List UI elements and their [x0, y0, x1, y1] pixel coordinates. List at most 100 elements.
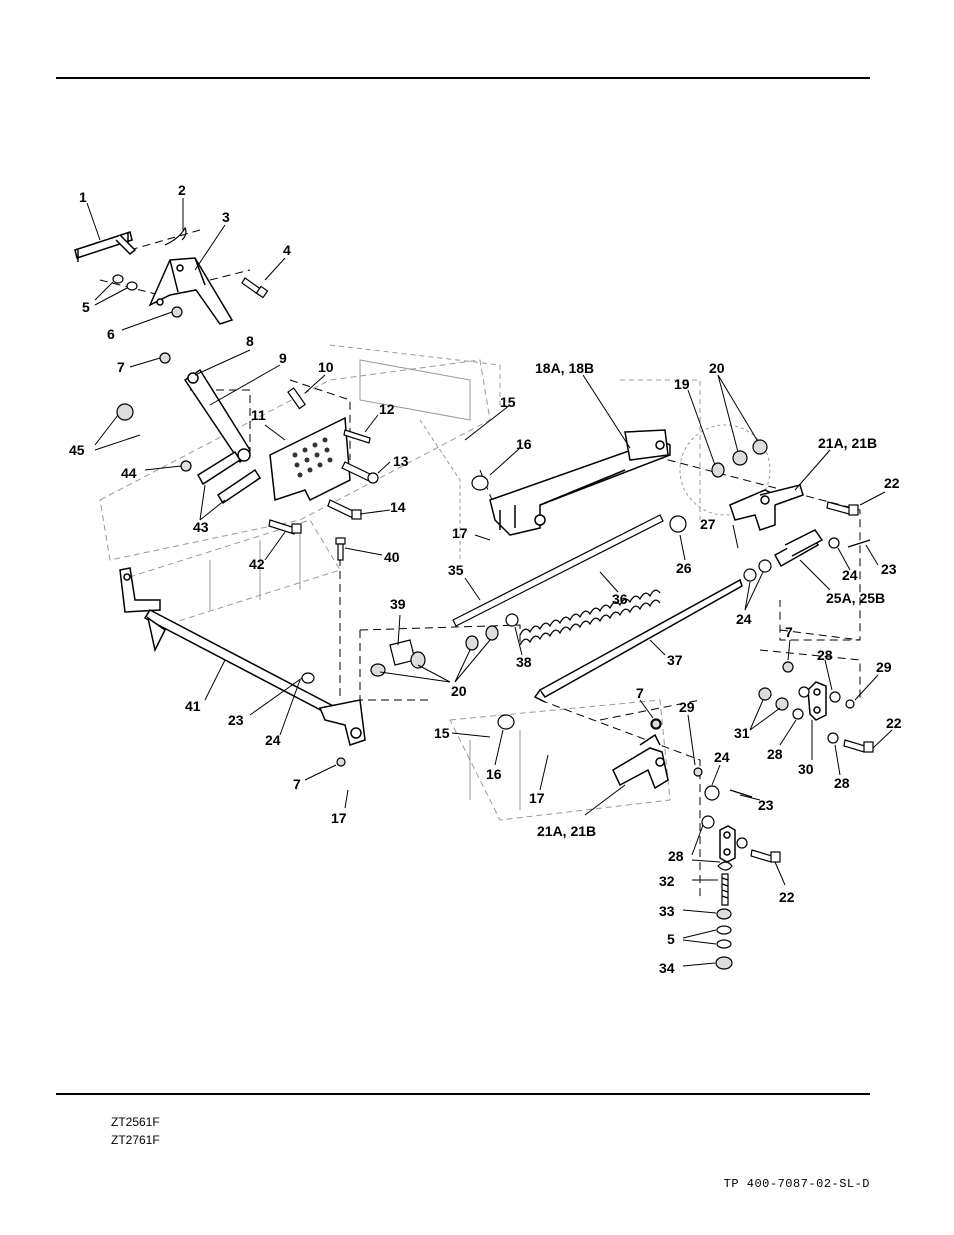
callout-27: 27 [700, 516, 716, 532]
callout-29: 29 [679, 699, 695, 715]
part-25-sleeve [773, 529, 824, 568]
bolt-22-lower [750, 849, 781, 863]
callout-39: 39 [390, 596, 406, 612]
callout-13: 13 [393, 453, 409, 469]
callout-40: 40 [384, 549, 400, 565]
callout-22: 22 [779, 889, 795, 905]
callout-37: 37 [667, 652, 683, 668]
nut-7-lower [651, 719, 661, 729]
callout-23: 23 [881, 561, 897, 577]
callout-35: 35 [448, 562, 464, 578]
part-40-bolt [335, 537, 346, 561]
callout-7: 7 [117, 359, 125, 375]
model-number-1: ZT2561F [111, 1115, 160, 1129]
part-10-roll-pin [287, 387, 307, 410]
callout-15: 15 [500, 394, 516, 410]
callout-22: 22 [886, 715, 902, 731]
part-1-pin [74, 231, 137, 262]
bolt-22-upper [826, 501, 859, 516]
part-36-spring [519, 589, 661, 646]
callout-38: 38 [516, 654, 532, 670]
callout-21a-21b: 21A, 21B [818, 435, 877, 451]
part-4-bolt [241, 277, 269, 299]
part-16-washer-lower [497, 714, 515, 730]
callout-44: 44 [121, 465, 137, 481]
callout-10: 10 [318, 359, 334, 375]
part-32-eyebolt [717, 861, 733, 906]
part-3-bracket [148, 257, 234, 325]
callout-30: 30 [798, 761, 814, 777]
callout-43: 43 [193, 519, 209, 535]
callout-33: 33 [659, 903, 675, 919]
callout-17: 17 [452, 525, 468, 541]
callout-1: 1 [79, 189, 87, 205]
washers-23-24-left [301, 672, 346, 767]
part-35-threaded-rod [452, 514, 664, 627]
callout-2: 2 [178, 182, 186, 198]
callout-18a-18b: 18A, 18B [535, 360, 594, 376]
pin-23-right [847, 539, 871, 548]
callout-15: 15 [434, 725, 450, 741]
callout-23: 23 [758, 797, 774, 813]
part-21-arm-upper [729, 484, 804, 531]
part-39-20-38 [370, 613, 519, 677]
part-18-bracket [489, 429, 671, 536]
part-28-link-lower [719, 825, 736, 863]
part-8-9-arm [183, 368, 251, 464]
part-12-13-14-bolts [327, 429, 379, 520]
part-41-rod-assembly [119, 567, 366, 746]
header-rule [56, 77, 870, 79]
callout-12: 12 [379, 401, 395, 417]
callout-28: 28 [817, 647, 833, 663]
callout-7: 7 [636, 685, 644, 701]
washers-28-31 [758, 661, 855, 744]
callout-29: 29 [876, 659, 892, 675]
callout-5: 5 [82, 299, 90, 315]
callout-4: 4 [283, 242, 291, 258]
nuts-7-44-45 [116, 352, 192, 472]
callout-3: 3 [222, 209, 230, 225]
callout-17: 17 [529, 790, 545, 806]
callout-26: 26 [676, 560, 692, 576]
callout-36: 36 [612, 591, 628, 607]
callout-8: 8 [246, 333, 254, 349]
footer-rule [56, 1093, 870, 1095]
part-11-plate [269, 416, 351, 502]
pin-23-lower [729, 789, 753, 798]
callout-28: 28 [834, 775, 850, 791]
callout-17: 17 [331, 810, 347, 826]
washers-24-center [743, 559, 772, 582]
callout-6: 6 [107, 326, 115, 342]
callout-34: 34 [659, 960, 675, 976]
part-16-washer [471, 475, 489, 491]
callout-25a-25b: 25A, 25B [826, 590, 885, 606]
callout-16: 16 [486, 766, 502, 782]
callout-21a-21b: 21A, 21B [537, 823, 596, 839]
callout-7: 7 [293, 776, 301, 792]
callout-5: 5 [667, 931, 675, 947]
callout-labels: 1 2 3 4 5 6 7 8 9 10 11 12 13 14 45 44 4… [69, 182, 902, 976]
callout-20: 20 [709, 360, 725, 376]
document-number: TP 400-7087-02-SL-D [723, 1177, 870, 1191]
callout-24: 24 [714, 749, 730, 765]
callout-7: 7 [785, 624, 793, 640]
callout-22: 22 [884, 475, 900, 491]
callout-42: 42 [249, 556, 265, 572]
callout-20: 20 [451, 683, 467, 699]
callout-11: 11 [251, 407, 266, 423]
callout-14: 14 [390, 499, 406, 515]
callout-28: 28 [668, 848, 684, 864]
part-2-clip [164, 226, 187, 246]
part-37-rod [533, 578, 743, 703]
model-number-2: ZT2761F [111, 1133, 160, 1147]
washer-24-right [828, 537, 840, 549]
callout-45: 45 [69, 442, 85, 458]
frame-background [99, 344, 771, 821]
callout-24: 24 [842, 567, 858, 583]
callout-23: 23 [228, 712, 244, 728]
assembly-lines [99, 229, 861, 900]
part-42-bolt [268, 519, 302, 535]
part-30-link-assembly [807, 681, 827, 721]
callout-16: 16 [516, 436, 532, 452]
